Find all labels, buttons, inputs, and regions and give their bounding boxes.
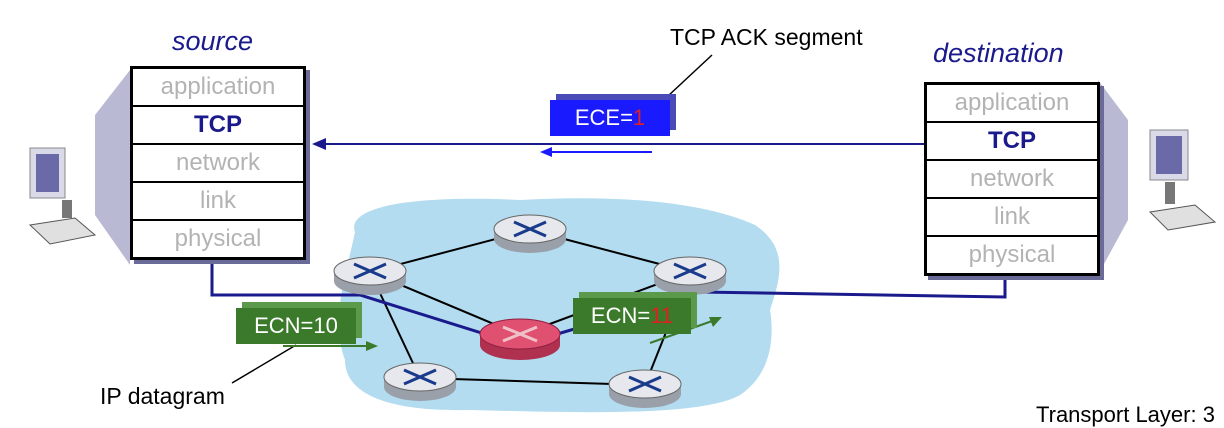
datagram-callout-line: [231, 344, 297, 384]
slide-footer: Transport Layer: 3: [1036, 402, 1215, 427]
stack-layer-tcp: TCP: [133, 107, 303, 145]
stack-layer-network: network: [133, 145, 303, 183]
source-title: source: [172, 26, 254, 56]
ece-packet-value: 1: [632, 105, 646, 130]
source-protocol-stack: application TCP network link physical: [130, 66, 306, 260]
stack-layer-tcp: TCP: [927, 123, 1097, 161]
source-computer-icon: [28, 70, 130, 265]
ecn-packet-11: ECN=11: [573, 298, 691, 334]
ecn-packet-value: 10: [313, 313, 338, 338]
ecn-packet-value: 11: [650, 303, 674, 328]
router-icon: [383, 362, 457, 401]
ecn-packet-prefix: ECN=: [590, 303, 651, 328]
router-icon: [653, 256, 727, 295]
router-icon: [333, 256, 407, 295]
router-icon: [493, 214, 567, 253]
stack-layer-link: link: [927, 199, 1097, 237]
stack-layer-network: network: [927, 161, 1097, 199]
stack-layer-physical: physical: [968, 241, 1056, 268]
destination-title: destination: [933, 38, 1064, 68]
stack-layer-application: application: [927, 85, 1097, 123]
ece-packet: ECE=1: [550, 100, 670, 136]
stack-layer-application: application: [133, 69, 303, 107]
ecn-packet-10: ECN=10: [236, 308, 356, 344]
ecn-packet-prefix: ECN=: [254, 313, 314, 338]
destination-computer-icon: [1098, 80, 1217, 275]
ack-callout-line: [667, 54, 713, 97]
destination-protocol-stack: application TCP network link physical: [924, 82, 1100, 276]
stack-layer-link: link: [133, 183, 303, 221]
ack-segment-label: TCP ACK segment: [670, 24, 863, 50]
ip-datagram-label: IP datagram: [100, 383, 225, 409]
stack-layer-physical: physical: [174, 225, 262, 252]
router-icon: [608, 369, 682, 408]
ece-packet-prefix: ECE=: [574, 105, 633, 130]
congested-router-icon: [479, 318, 561, 360]
